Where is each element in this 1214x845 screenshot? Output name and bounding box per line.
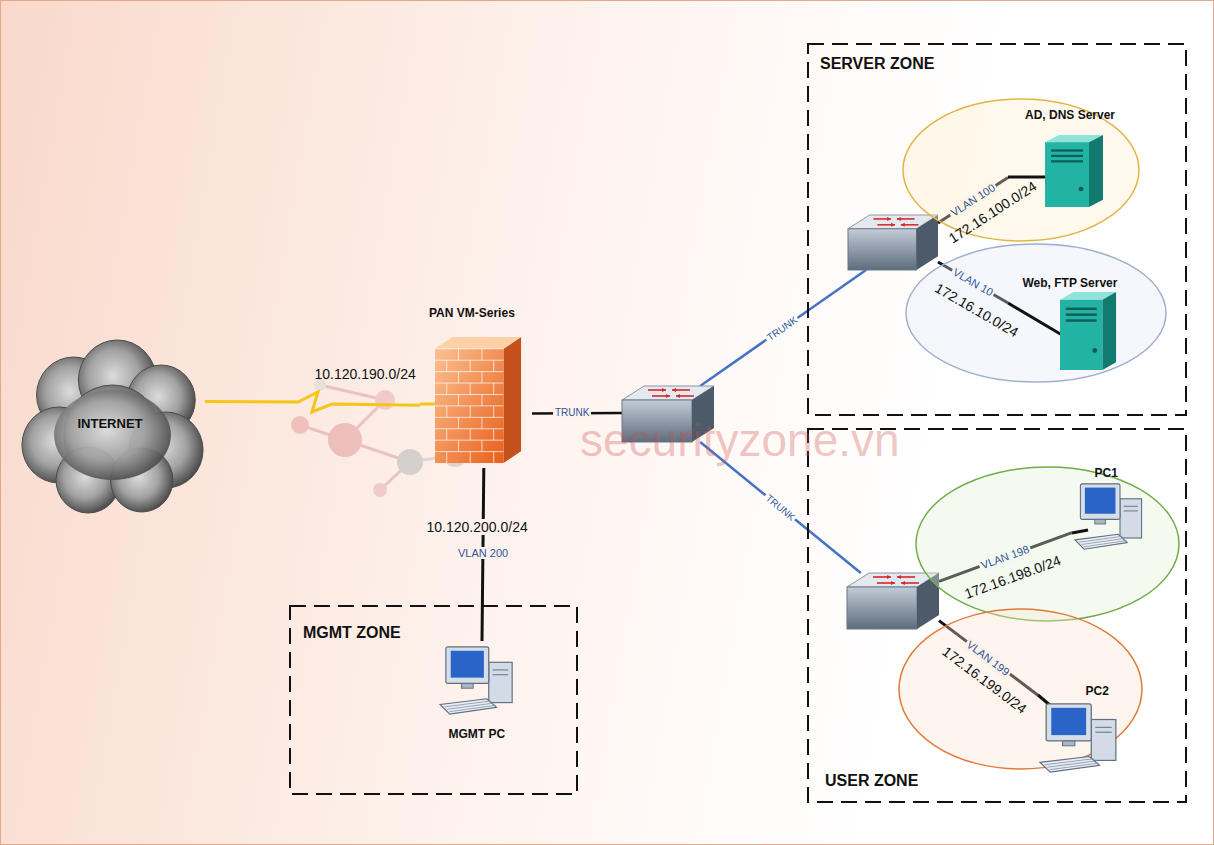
zone-title: USER ZONE — [825, 772, 918, 790]
trunk-label: TRUNK — [762, 491, 799, 524]
device-label: AD, DNS Server — [1025, 109, 1115, 123]
server: Web, FTP Server — [1008, 274, 1132, 374]
pc-icon — [1075, 482, 1147, 552]
vlan-ellipse: VLAN 100172.16.100.0/24AD, DNS Server — [902, 98, 1140, 242]
switch-icon — [847, 573, 939, 629]
device-label: PC2 — [1086, 685, 1109, 699]
vlan-ellipse: VLAN 10172.16.10.0/24Web, FTP Server — [905, 243, 1167, 383]
pc-icon — [440, 645, 518, 717]
server-icon — [1045, 135, 1105, 207]
server-zone: SERVER ZONE VLAN 100172.16.100.0/24AD, DN… — [807, 43, 1187, 416]
firewall: PAN VM-Series — [420, 303, 532, 468]
subnet-label: 10.120.200.0/24 — [425, 519, 530, 535]
server-icon — [1060, 292, 1118, 370]
mgmt-zone: MGMT ZONE MGMT PC — [289, 605, 578, 795]
device-label: PC1 — [1095, 467, 1118, 481]
device-label: MGMT PC — [449, 728, 506, 742]
trunk-label: TRUNK — [763, 313, 801, 344]
vlan-ellipse: VLAN 198172.16.198.0/24PC1 — [915, 466, 1180, 622]
subnet-label: 10.120.190.0/24 — [315, 366, 416, 382]
device-label: INTERNET — [78, 417, 143, 432]
device-label: PAN VM-Series — [429, 307, 515, 321]
connector — [205, 392, 420, 412]
zone-title: SERVER ZONE — [820, 55, 934, 73]
user-zone: USER ZONE VLAN 198172.16.198.0/24PC1VLAN … — [807, 428, 1187, 803]
workstation: MGMT PC — [430, 641, 530, 747]
internet-cloud: INTERNET — [20, 335, 205, 515]
device-label: Web, FTP Server — [1023, 277, 1118, 291]
firewall-icon — [435, 335, 523, 465]
server-switch — [848, 215, 938, 270]
vlan-ellipse: VLAN 199172.16.199.0/24PC2 — [898, 608, 1143, 770]
switch-icon — [848, 215, 938, 270]
zone-title: MGMT ZONE — [303, 624, 401, 642]
workstation: PC1 — [1072, 466, 1148, 556]
workstation: PC2 — [1038, 682, 1124, 777]
connector — [700, 270, 866, 386]
user-switch — [847, 573, 939, 629]
vlan-tag: VLAN 200 — [456, 547, 510, 560]
watermark: securityzone.vn — [580, 414, 900, 467]
pc-icon — [1040, 702, 1122, 775]
